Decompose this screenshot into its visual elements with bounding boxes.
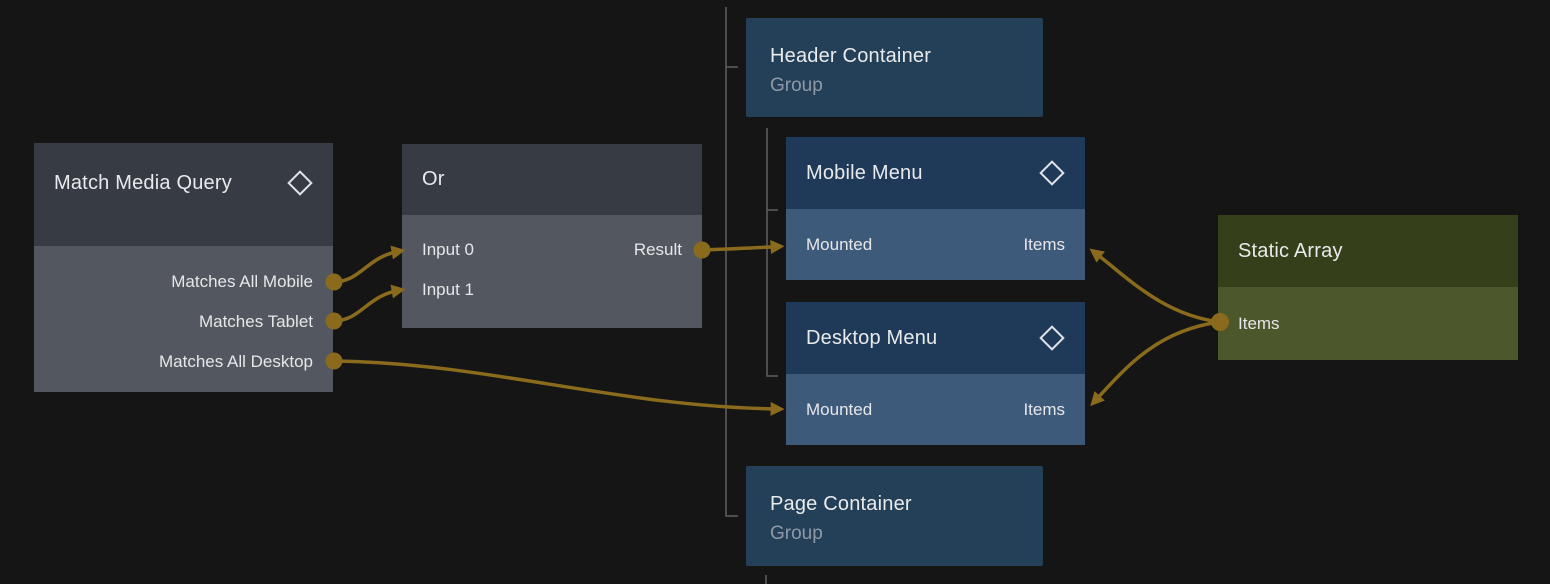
node-static-array[interactable]: Static Array Items	[1218, 215, 1518, 360]
node-header-container[interactable]: Header Container Group	[746, 18, 1043, 117]
port-input-0[interactable]: Input 0	[422, 240, 474, 259]
port-items[interactable]: Items	[1023, 234, 1065, 254]
port-input-1[interactable]: Input 1	[422, 280, 474, 299]
wire-result-to-mobile-mounted[interactable]	[701, 240, 785, 254]
diamond-icon	[1039, 160, 1065, 186]
node-title: Header Container	[770, 45, 932, 67]
wire-items-to-desktop-items[interactable]	[1090, 320, 1221, 407]
wire-desktop-to-desktop-mounted[interactable]	[333, 359, 785, 416]
wire-items-to-mobile-items[interactable]	[1089, 248, 1221, 324]
diamond-icon	[1039, 325, 1065, 351]
port-result[interactable]: Result	[633, 240, 682, 259]
port-matches-all-mobile[interactable]: Matches All Mobile	[171, 272, 313, 291]
node-match-media-query[interactable]: Match Media Query Matches All Mobile Mat…	[34, 143, 333, 392]
port-mounted[interactable]: Mounted	[806, 234, 873, 254]
node-page-container[interactable]: Page Container Group	[746, 466, 1043, 566]
node-or[interactable]: Or Input 0 Input 1 Result	[402, 144, 702, 328]
tree-line-root	[725, 7, 738, 517]
node-subtitle: Group	[770, 523, 823, 544]
port-items[interactable]: Items	[1023, 399, 1065, 419]
node-title: Desktop Menu	[806, 326, 938, 349]
node-desktop-menu[interactable]: Desktop Menu Mounted Items	[786, 302, 1085, 445]
tree-line-header-children	[766, 128, 778, 377]
node-subtitle: Group	[770, 75, 823, 96]
node-title: Page Container	[770, 493, 912, 515]
diamond-icon	[287, 170, 313, 196]
port-matches-tablet[interactable]: Matches Tablet	[198, 312, 313, 331]
node-title: Mobile Menu	[806, 161, 923, 184]
node-title: Or	[422, 168, 445, 190]
node-mobile-menu[interactable]: Mobile Menu Mounted Items	[786, 137, 1085, 280]
node-title: Match Media Query	[54, 172, 232, 194]
port-mounted[interactable]: Mounted	[806, 399, 873, 419]
node-title: Static Array	[1238, 239, 1343, 262]
wire-mobile-to-input0[interactable]	[333, 245, 406, 284]
port-items[interactable]: Items	[1238, 313, 1280, 333]
port-matches-all-desktop[interactable]: Matches All Desktop	[158, 352, 313, 371]
wire-tablet-to-input1[interactable]	[333, 284, 406, 323]
